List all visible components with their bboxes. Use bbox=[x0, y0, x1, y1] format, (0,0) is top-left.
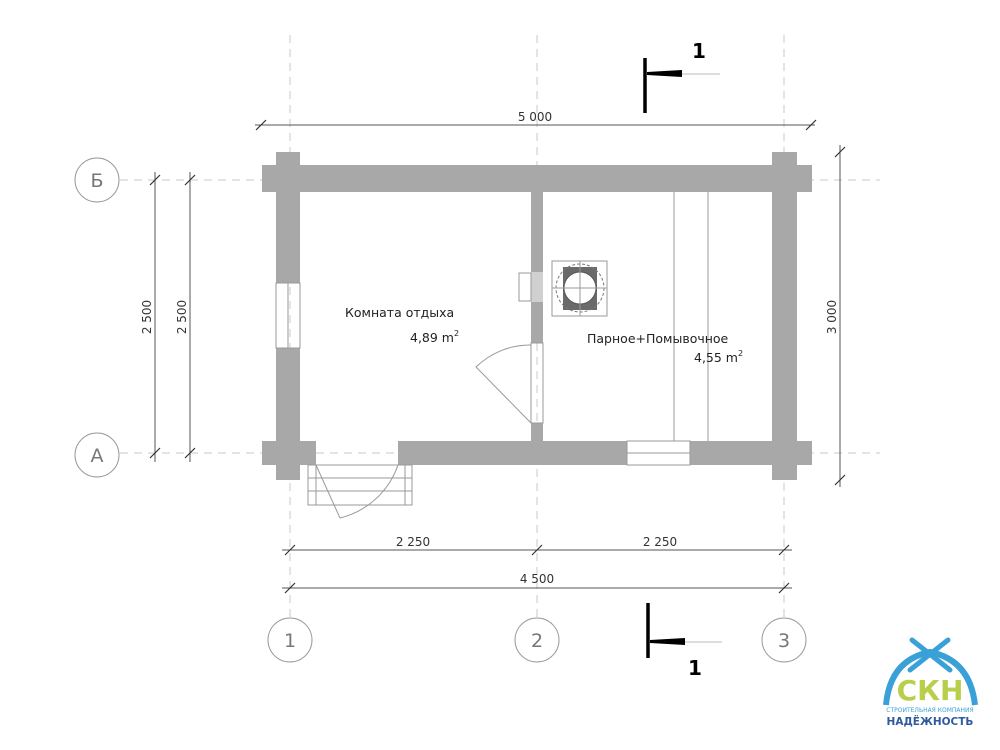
dim-bottom-right: 2 250 bbox=[643, 535, 677, 549]
company-logo: СКН СТРОИТЕЛЬНАЯ КОМПАНИЯ НАДЁЖНОСТЬ bbox=[883, 637, 978, 728]
section-mark-top: 1 bbox=[643, 39, 720, 113]
grid-axes bbox=[120, 35, 880, 620]
stove bbox=[518, 260, 608, 317]
dim-left-outer: 2 500 bbox=[140, 300, 154, 334]
sauna-shelves bbox=[673, 192, 709, 441]
dim-bottom-left: 2 250 bbox=[396, 535, 430, 549]
svg-text:1: 1 bbox=[284, 630, 296, 652]
axis-bubble-row-a: А bbox=[74, 432, 120, 478]
room-area-sauna: 4,55 m2 bbox=[694, 349, 743, 365]
svg-text:СКН: СКН bbox=[897, 674, 964, 707]
axis-bubble-row-b: Б bbox=[74, 157, 120, 203]
svg-text:1: 1 bbox=[692, 39, 706, 63]
svg-text:1: 1 bbox=[688, 656, 702, 680]
svg-text:Б: Б bbox=[90, 170, 103, 192]
svg-text:3: 3 bbox=[778, 630, 790, 652]
room-name-sauna: Парное+Помывочное bbox=[587, 331, 729, 346]
dim-top-total: 5 000 bbox=[518, 110, 552, 124]
room-name-rest: Комната отдыха bbox=[345, 305, 454, 320]
walls bbox=[262, 152, 812, 480]
windows bbox=[275, 282, 691, 466]
section-mark-bottom: 1 bbox=[646, 603, 722, 680]
svg-text:СТРОИТЕЛЬНАЯ КОМПАНИЯ: СТРОИТЕЛЬНАЯ КОМПАНИЯ bbox=[886, 707, 973, 714]
entry-steps bbox=[307, 464, 413, 506]
dim-right-total: 3 000 bbox=[825, 300, 839, 334]
dimension-lines bbox=[149, 119, 846, 594]
svg-text:НАДЁЖНОСТЬ: НАДЁЖНОСТЬ bbox=[887, 714, 974, 728]
dim-left-inner: 2 500 bbox=[175, 300, 189, 334]
axis-bubble-col-2: 2 bbox=[514, 617, 560, 663]
axis-bubble-col-1: 1 bbox=[267, 617, 313, 663]
room-area-rest: 4,89 m2 bbox=[410, 329, 459, 345]
axis-bubble-col-3: 3 bbox=[761, 617, 807, 663]
svg-text:А: А bbox=[91, 445, 104, 467]
doors bbox=[315, 344, 532, 519]
dim-bottom-total: 4 500 bbox=[520, 572, 554, 586]
svg-text:2: 2 bbox=[531, 630, 543, 652]
